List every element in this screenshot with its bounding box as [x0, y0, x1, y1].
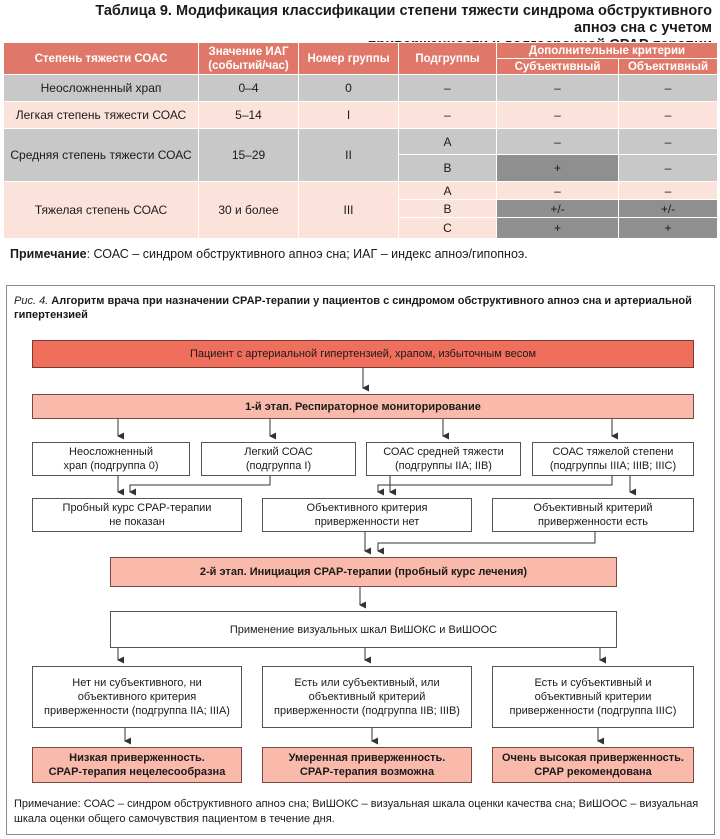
box-patient: Пациент с артериальной гипертензией, хра…	[32, 340, 694, 368]
cell-objective: –	[617, 128, 719, 155]
cell-subjective: –	[496, 181, 619, 200]
figure-note-line1: Примечание: СОАС – синдром обструктивног…	[14, 798, 699, 810]
table-row: C + +	[4, 217, 719, 239]
cell-subgroup: B	[398, 154, 497, 182]
cell-objective: –	[617, 154, 719, 182]
cell-group: III	[298, 181, 399, 239]
table-note-label: Примечание	[10, 247, 87, 261]
cell-subjective: +	[496, 154, 619, 182]
cell-objective: –	[617, 181, 719, 200]
cell-subjective: –	[496, 101, 619, 129]
table-row: B + –	[4, 154, 719, 182]
header-group: Номер группы	[298, 42, 399, 75]
header-subjective: Субъективный	[496, 58, 619, 75]
arrow-obj-stage2	[377, 532, 596, 555]
cell-iag: 15–29	[198, 128, 299, 182]
classification-table: Степень тяжести СОАС Значение ИАГ (событ…	[3, 42, 719, 239]
header-severity: Степень тяжести СОАС	[3, 42, 199, 75]
box-stage1: 1-й этап. Респираторное мониторирование	[32, 394, 694, 419]
box-result-low: Низкая приверженность.CPAP-терапия нецел…	[32, 747, 242, 783]
table-title-line1: Таблица 9. Модификация классификации сте…	[95, 3, 712, 36]
cell-severity: Средняя степень тяжести СОАС	[3, 128, 199, 182]
box-stage2: 2-й этап. Инициация CPAP-терапии (пробны…	[110, 557, 617, 587]
cell-severity: Легкая степень тяжести СОАС	[3, 101, 199, 129]
cell-objective: +	[617, 217, 719, 239]
box-mild-osa: Легкий СОАС(подгруппа I)	[201, 442, 356, 476]
arrow-severe-noobj	[377, 476, 613, 496]
box-severe-osa: СОАС тяжелой степени(подгруппы IIIA; III…	[532, 442, 694, 476]
cell-objective: –	[617, 101, 719, 129]
figure-caption-body: Алгоритм врача при назначении CPAP-терап…	[14, 295, 692, 321]
cell-group: I	[298, 101, 399, 129]
cell-subgroup: A	[398, 128, 497, 155]
figure-frame	[6, 285, 715, 835]
cell-subgroup: A	[398, 181, 497, 200]
box-visual-scales: Применение визуальных шкал ВиШОКС и ВиШО…	[110, 611, 617, 648]
cell-subgroup: –	[398, 101, 497, 129]
arrow-mild-trial	[129, 476, 271, 496]
cell-iag: 30 и более	[198, 181, 299, 239]
box-moderate-osa: СОАС средней тяжести(подгруппы IIA; IIB)	[366, 442, 521, 476]
header-iag: Значение ИАГ (событий/час)	[198, 42, 299, 75]
cell-subjective: –	[496, 128, 619, 155]
cell-subjective: +/-	[496, 199, 619, 218]
box-result-high: Очень высокая приверженность.CPAP рекоме…	[492, 747, 694, 783]
header-objective: Объективный	[617, 58, 719, 75]
figure-note: Примечание: СОАС – синдром обструктивног…	[14, 797, 704, 827]
cell-group: II	[298, 128, 399, 182]
cell-objective: +/-	[617, 199, 719, 218]
cell-subjective: –	[496, 74, 619, 102]
figure-caption: Рис. 4. Алгоритм врача при назначении CP…	[14, 294, 704, 322]
table-row: Тяжелая степень СОАС 30 и более III A – …	[3, 181, 719, 239]
figure-note-line2: шкала оценки общего самочувствия пациент…	[14, 813, 335, 825]
table-row: Средняя степень тяжести СОАС 15–29 II A …	[3, 128, 719, 182]
box-result-moderate: Умеренная приверженность.CPAP-терапия во…	[262, 747, 472, 783]
cell-objective: –	[617, 74, 719, 102]
table-note: Примечание: СОАС – синдром обструктивног…	[10, 247, 528, 261]
figure-caption-lead: Рис. 4.	[14, 295, 49, 307]
table-note-text: : СОАС – синдром обструктивного апноэ сн…	[86, 247, 528, 261]
cell-severity: Неосложненный храп	[3, 74, 199, 102]
table-row: B +/- +/-	[4, 199, 719, 218]
cell-severity: Тяжелая степень СОАС	[3, 181, 199, 239]
header-subgroups: Подгруппы	[398, 42, 497, 75]
cell-subgroup: –	[398, 74, 497, 102]
cell-subgroup: C	[398, 217, 497, 239]
